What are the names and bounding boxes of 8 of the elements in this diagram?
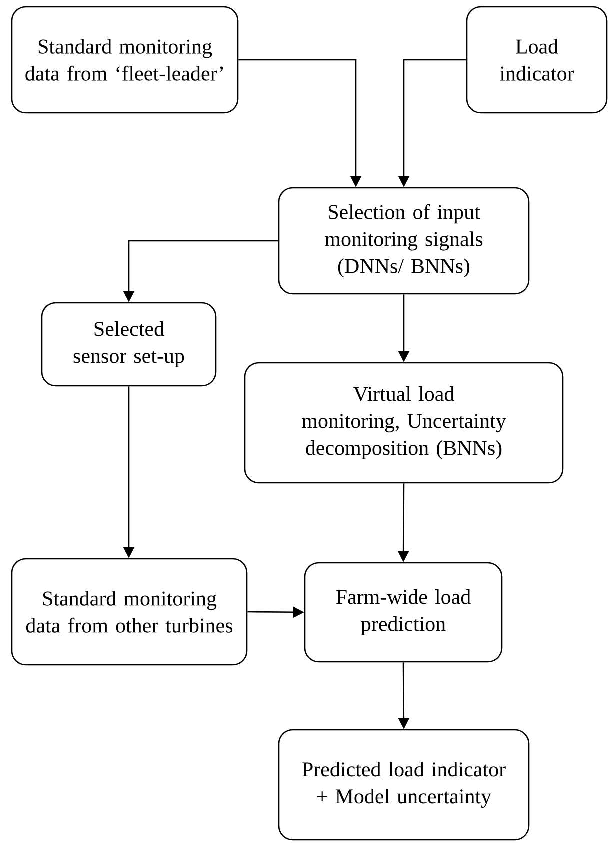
process-box: Farm-wide load prediction bbox=[304, 562, 503, 663]
process-box: Load indicator bbox=[466, 6, 608, 114]
process-box: Selection of input monitoring signals (DNNs/ BNNs) bbox=[278, 187, 530, 295]
process-box: Selected sensor set-up bbox=[41, 302, 217, 387]
process-box: Virtual load monitoring, Uncertainty decomposition (BNNs) bbox=[244, 362, 564, 484]
process-box: Standard monitoring data from other turbines bbox=[11, 558, 248, 666]
process-box: Predicted load indicator + Model uncertainty bbox=[278, 729, 530, 841]
process-box: Standard monitoring data from ‘fleet-leader’ bbox=[11, 6, 239, 114]
